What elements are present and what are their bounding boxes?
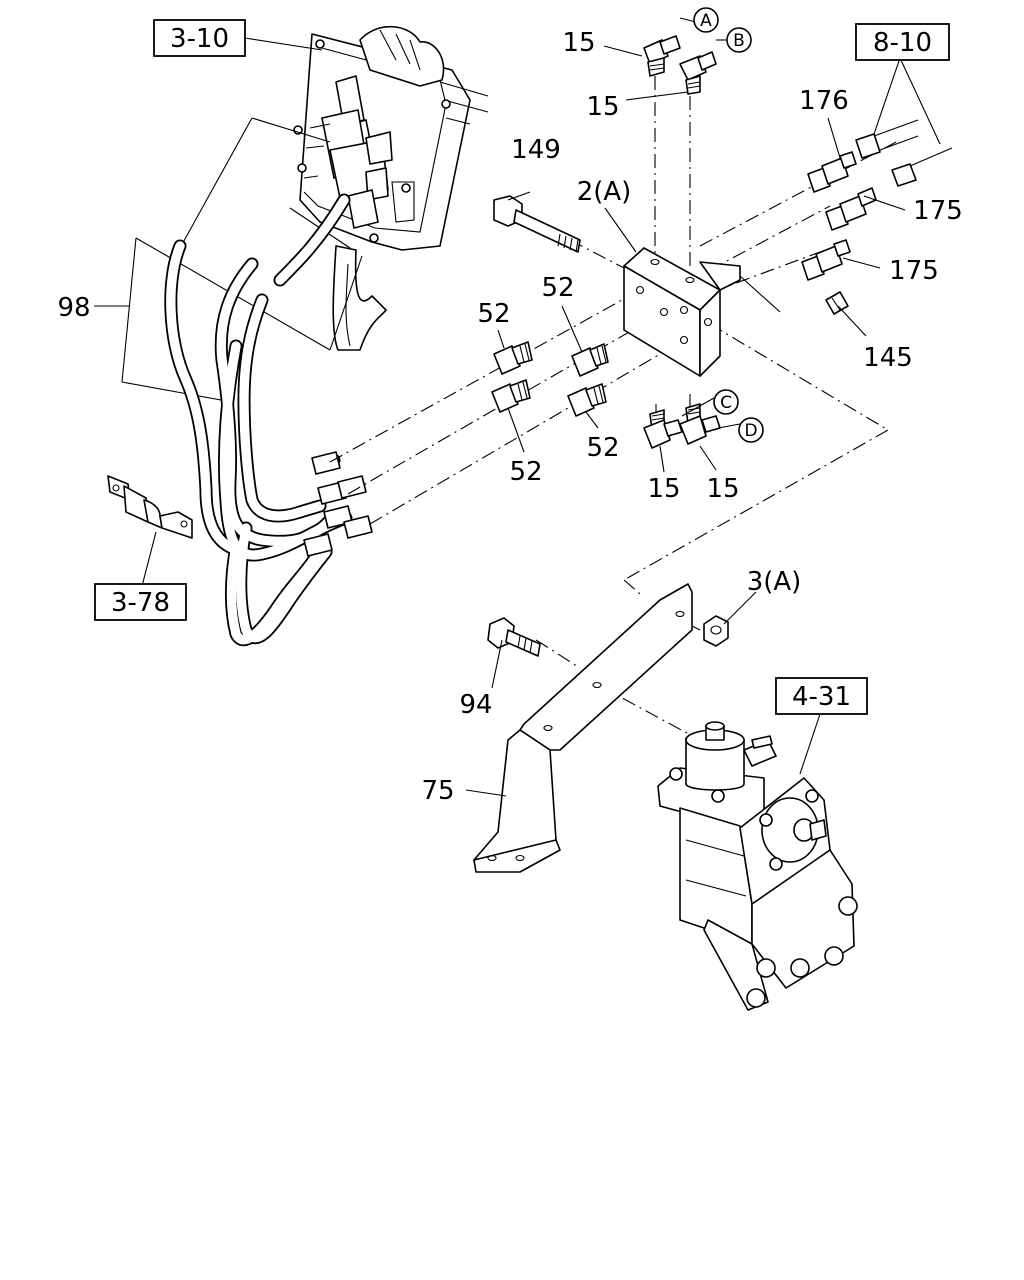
callout-52-lower-left: 52: [509, 457, 542, 487]
callout-52-lower-right: 52: [586, 433, 619, 463]
pipe-inner-strokes: [166, 195, 351, 645]
steering-gear-drawing: [657, 721, 858, 1011]
callout-3a: 3(A): [747, 567, 802, 597]
part-callouts: 15 15 176 175 175 145 149 2(A) 52 52 52 …: [57, 28, 962, 806]
union-fitting-lower-right: [567, 383, 607, 417]
bolt-94-drawing: [487, 617, 541, 657]
union-fitting-lower-left: [491, 379, 531, 413]
connector-b-letter: B: [733, 31, 745, 51]
callout-2a: 2(A): [577, 177, 632, 207]
reference-3-78[interactable]: 3-78: [94, 583, 187, 621]
switch-175-upper: [825, 147, 953, 231]
callout-52-upper-right: 52: [541, 273, 574, 303]
connector-c-letter: C: [720, 393, 732, 413]
connector-a-letter: A: [700, 11, 712, 31]
nut-3a-drawing: [703, 615, 729, 647]
elbow-fitting-a-top: [643, 35, 681, 77]
ref-8-10-text: 8-10: [873, 28, 932, 58]
union-fitting-upper-right: [571, 343, 609, 377]
callout-75: 75: [421, 776, 454, 806]
brake-pipes: [164, 193, 373, 647]
valve-assembly-drawing: [293, 25, 489, 351]
callout-15-bottom-c: 15: [647, 474, 680, 504]
callout-15-top-b: 15: [586, 92, 619, 122]
reference-3-10[interactable]: 3-10: [153, 19, 246, 57]
callout-175-upper: 175: [913, 196, 963, 226]
connector-d: D: [738, 417, 764, 443]
switch-fittings: [801, 119, 953, 315]
reference-8-10[interactable]: 8-10: [855, 23, 950, 61]
elbow-fitting-c-bottom: [643, 409, 683, 449]
connector-d-letter: D: [744, 421, 757, 441]
callout-145: 145: [863, 343, 913, 373]
connector-b: B: [726, 27, 752, 53]
callout-15-bottom-d: 15: [706, 474, 739, 504]
mounting-bracket-drawing: [473, 583, 693, 873]
junction-block-drawing: [623, 247, 741, 377]
bolt-149-drawing: [493, 195, 581, 253]
callout-149: 149: [511, 135, 561, 165]
ref-4-31-text: 4-31: [792, 682, 851, 712]
connector-c: C: [713, 389, 739, 415]
switch-175-lower: [801, 239, 851, 281]
callout-94: 94: [459, 690, 492, 720]
ref-3-10-text: 3-10: [170, 24, 229, 54]
elbow-fitting-d-bottom: [679, 403, 721, 445]
callout-175-lower: 175: [889, 256, 939, 286]
callout-176: 176: [799, 86, 849, 116]
leader-lines: [94, 17, 941, 797]
connector-a: A: [693, 7, 719, 33]
pipe-clip-drawing: [107, 475, 193, 539]
plug-145: [825, 291, 849, 315]
reference-4-31[interactable]: 4-31: [775, 677, 868, 715]
elbow-fittings: [643, 35, 721, 449]
union-fitting-upper-left: [493, 341, 533, 375]
callout-52-upper-left: 52: [477, 299, 510, 329]
switch-176: [807, 119, 919, 193]
callout-98: 98: [57, 293, 90, 323]
elbow-fitting-b-top: [679, 51, 717, 95]
ref-3-78-text: 3-78: [111, 588, 170, 618]
pipe-end-stubs: [303, 451, 373, 557]
union-fittings: [491, 341, 609, 417]
callout-15-top-a: 15: [562, 28, 595, 58]
